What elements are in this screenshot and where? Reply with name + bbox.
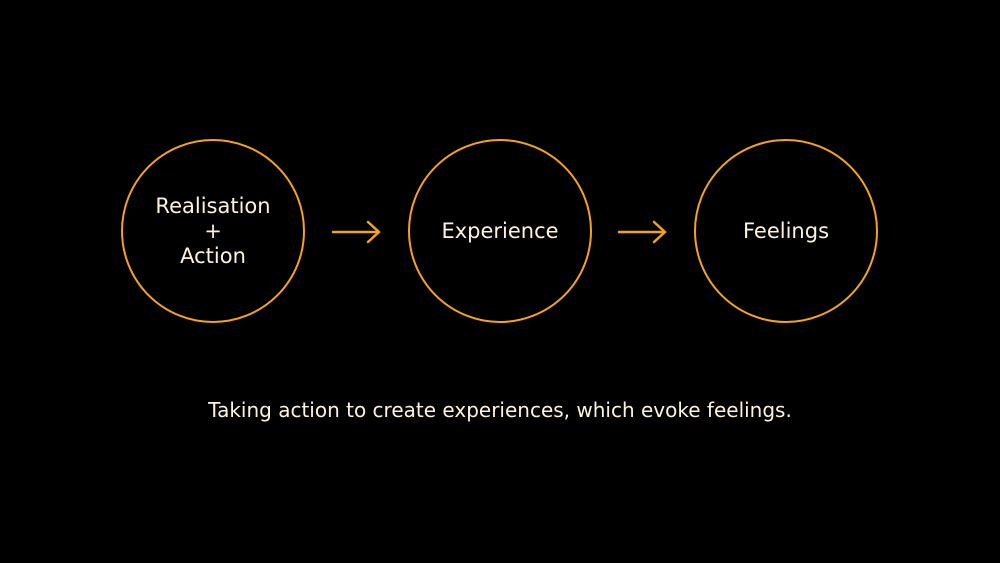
arrow-right-icon	[331, 220, 381, 244]
node-label-line: Action	[180, 243, 246, 268]
node-label-line: +	[204, 218, 222, 243]
arrow-right-icon	[617, 220, 667, 244]
diagram-caption: Taking action to create experiences, whi…	[208, 398, 792, 422]
node-label-line: Experience	[441, 218, 559, 243]
node-realisation-action: Realisation + Action	[121, 139, 305, 323]
node-label-line: Realisation	[155, 193, 271, 218]
node-label-line: Feelings	[742, 218, 830, 243]
node-experience: Experience	[408, 139, 592, 323]
node-feelings: Feelings	[694, 139, 878, 323]
